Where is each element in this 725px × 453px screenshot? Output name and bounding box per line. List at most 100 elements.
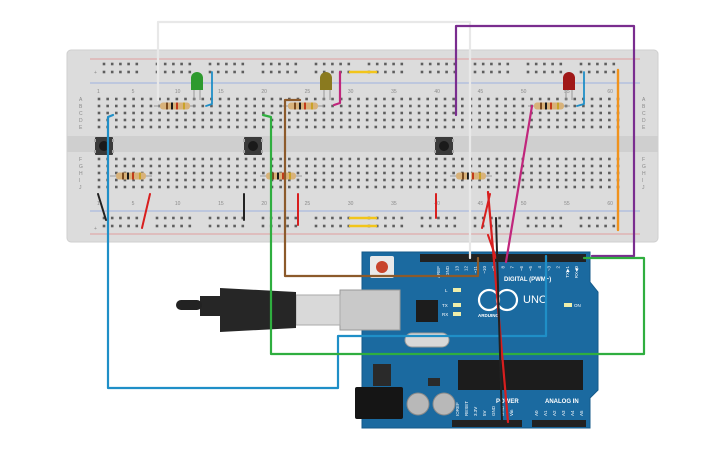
rail-hole[interactable] [269, 62, 273, 66]
breadboard-hole[interactable] [564, 185, 568, 189]
breadboard-hole[interactable] [417, 164, 421, 168]
breadboard-hole[interactable] [443, 185, 447, 189]
breadboard-hole[interactable] [227, 125, 231, 129]
rail-hole[interactable] [135, 216, 139, 220]
breadboard-hole[interactable] [590, 171, 594, 175]
rail-hole[interactable] [188, 62, 192, 66]
breadboard-hole[interactable] [400, 125, 404, 129]
breadboard-hole[interactable] [210, 104, 213, 108]
breadboard-hole[interactable] [115, 164, 118, 168]
rail-hole[interactable] [261, 224, 265, 228]
breadboard-hole[interactable] [253, 157, 256, 161]
rail-hole[interactable] [559, 224, 563, 228]
breadboard-hole[interactable] [288, 118, 291, 122]
rail-hole[interactable] [110, 224, 114, 228]
breadboard-hole[interactable] [608, 171, 611, 175]
breadboard-hole[interactable] [313, 178, 317, 182]
breadboard-hole[interactable] [296, 178, 300, 182]
breadboard-hole[interactable] [435, 171, 438, 175]
breadboard-hole[interactable] [599, 171, 602, 175]
breadboard-hole[interactable] [322, 118, 326, 122]
breadboard-hole[interactable] [599, 97, 602, 101]
breadboard-hole[interactable] [495, 164, 499, 168]
breadboard-hole[interactable] [383, 118, 386, 122]
breadboard-hole[interactable] [262, 111, 265, 115]
breadboard-hole[interactable] [184, 164, 187, 168]
breadboard-hole[interactable] [426, 164, 429, 168]
breadboard-hole[interactable] [305, 125, 308, 129]
rail-hole[interactable] [208, 70, 212, 74]
breadboard-hole[interactable] [573, 157, 577, 161]
rail-hole[interactable] [481, 62, 485, 66]
breadboard-hole[interactable] [504, 97, 507, 101]
breadboard-hole[interactable] [279, 104, 282, 108]
breadboard-hole[interactable] [417, 104, 421, 108]
breadboard-hole[interactable] [461, 125, 464, 129]
breadboard-hole[interactable] [331, 118, 334, 122]
breadboard-hole[interactable] [244, 171, 248, 175]
rail-hole[interactable] [587, 224, 591, 228]
breadboard-hole[interactable] [608, 125, 611, 129]
breadboard-hole[interactable] [218, 111, 222, 115]
breadboard-hole[interactable] [590, 104, 594, 108]
breadboard-hole[interactable] [383, 111, 386, 115]
rail-hole[interactable] [526, 216, 530, 220]
breadboard-hole[interactable] [166, 185, 170, 189]
breadboard-hole[interactable] [452, 104, 455, 108]
breadboard-hole[interactable] [348, 111, 352, 115]
breadboard-hole[interactable] [391, 164, 395, 168]
breadboard-hole[interactable] [158, 178, 161, 182]
breadboard-hole[interactable] [495, 104, 499, 108]
rail-hole[interactable] [400, 216, 404, 220]
breadboard-hole[interactable] [305, 118, 308, 122]
breadboard-hole[interactable] [426, 97, 429, 101]
breadboard-hole[interactable] [400, 164, 404, 168]
breadboard-hole[interactable] [426, 185, 429, 189]
breadboard-hole[interactable] [400, 104, 404, 108]
rail-hole[interactable] [596, 216, 599, 220]
breadboard-hole[interactable] [478, 118, 481, 122]
breadboard-hole[interactable] [461, 104, 464, 108]
breadboard-hole[interactable] [218, 118, 222, 122]
rail-hole[interactable] [453, 70, 457, 74]
breadboard-hole[interactable] [97, 97, 101, 101]
breadboard-hole[interactable] [357, 157, 360, 161]
breadboard-hole[interactable] [608, 178, 611, 182]
rail-hole[interactable] [119, 224, 122, 228]
breadboard-hole[interactable] [201, 111, 205, 115]
breadboard-hole[interactable] [166, 171, 170, 175]
breadboard-hole[interactable] [486, 97, 490, 101]
breadboard-hole[interactable] [512, 97, 516, 101]
breadboard-hole[interactable] [374, 118, 378, 122]
rail-hole[interactable] [481, 70, 485, 74]
breadboard-hole[interactable] [305, 171, 308, 175]
breadboard-hole[interactable] [279, 178, 282, 182]
breadboard-hole[interactable] [495, 111, 499, 115]
breadboard-hole[interactable] [461, 97, 464, 101]
breadboard-hole[interactable] [538, 185, 542, 189]
rail-hole[interactable] [331, 216, 334, 220]
breadboard-hole[interactable] [331, 111, 334, 115]
rail-hole[interactable] [437, 216, 440, 220]
breadboard-hole[interactable] [262, 185, 265, 189]
breadboard-hole[interactable] [97, 125, 101, 129]
breadboard-hole[interactable] [608, 157, 611, 161]
breadboard-hole[interactable] [512, 125, 516, 129]
breadboard-hole[interactable] [374, 97, 378, 101]
breadboard-hole[interactable] [512, 118, 516, 122]
breadboard-hole[interactable] [288, 157, 291, 161]
rail-hole[interactable] [612, 70, 616, 74]
breadboard-hole[interactable] [331, 125, 334, 129]
push-button[interactable] [94, 137, 114, 155]
breadboard-hole[interactable] [227, 104, 231, 108]
rail-hole[interactable] [604, 62, 607, 66]
breadboard-hole[interactable] [391, 111, 395, 115]
breadboard-hole[interactable] [383, 97, 386, 101]
breadboard-hole[interactable] [201, 125, 205, 129]
breadboard-hole[interactable] [331, 164, 334, 168]
breadboard-hole[interactable] [504, 185, 507, 189]
breadboard-hole[interactable] [218, 164, 222, 168]
breadboard-hole[interactable] [115, 118, 118, 122]
breadboard-hole[interactable] [521, 111, 525, 115]
rail-hole[interactable] [453, 224, 457, 228]
